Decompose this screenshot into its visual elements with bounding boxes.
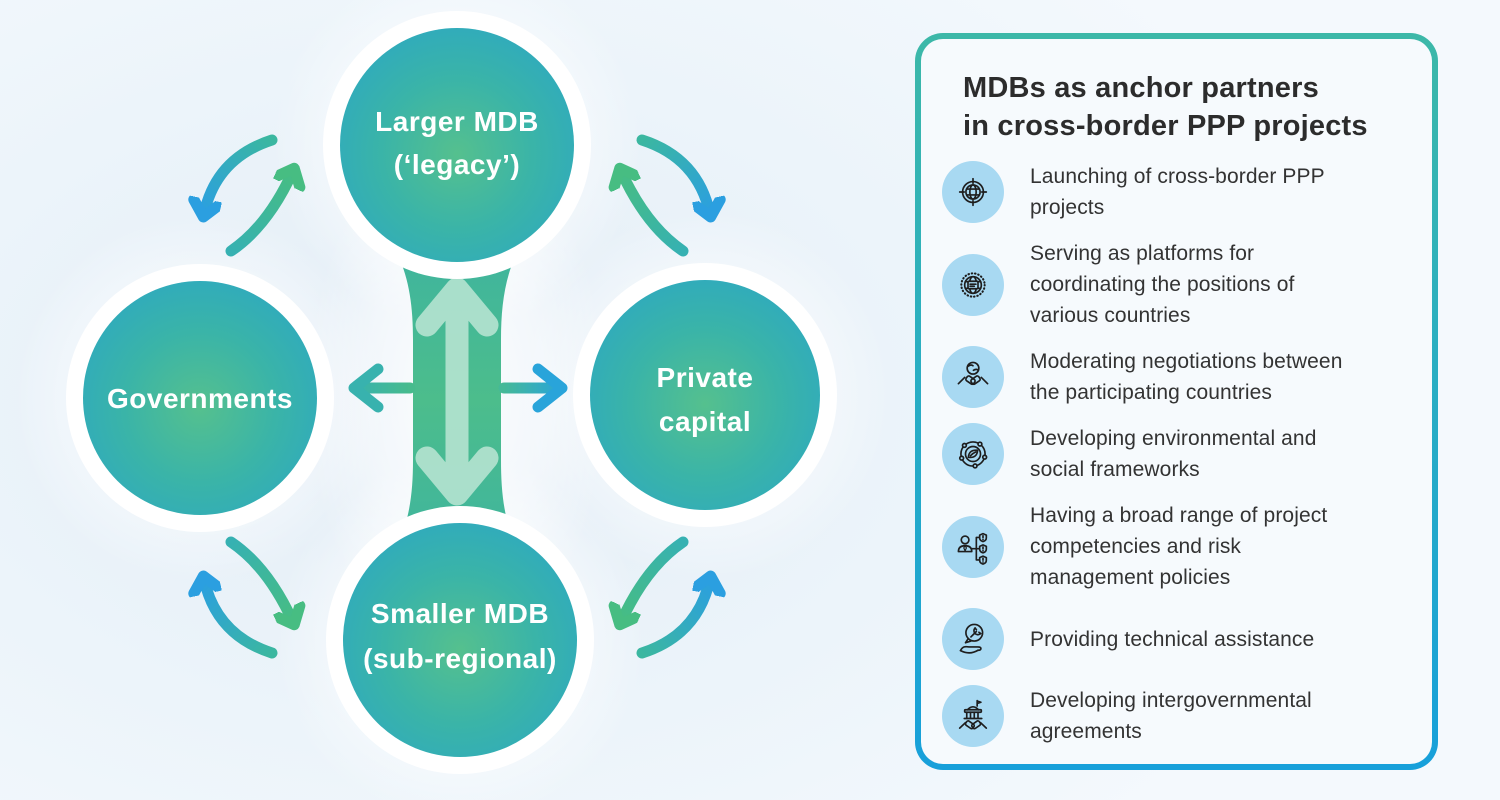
item-text: Serving as platforms for coordinating th… <box>1030 238 1294 331</box>
item-line: competencies and risk <box>1030 535 1242 558</box>
item-line: social frameworks <box>1030 458 1200 481</box>
mdb-relationship-diagram: Larger MDB (‘legacy’) Governments Privat… <box>15 0 890 800</box>
intergovernmental-agreement-icon <box>942 685 1004 747</box>
blue-curved-arrow <box>636 134 710 214</box>
green-curved-arrow <box>225 536 293 622</box>
two-way-vertical-arrow <box>415 277 499 506</box>
item-line: coordinating the positions of <box>1030 273 1295 296</box>
larger-mdb-label-line1: Larger MDB <box>375 106 539 137</box>
smaller-mdb-label-line1: Smaller MDB <box>371 598 549 629</box>
item-text: Developing intergovernmental agreements <box>1030 685 1312 747</box>
smaller-mdb-label-line2: (sub-regional) <box>363 643 557 674</box>
node-governments <box>83 281 317 515</box>
node-smaller-mdb <box>343 523 577 757</box>
exchange-arrows-top-right <box>621 134 710 257</box>
item-line: Launching of cross-border PPP <box>1030 165 1325 188</box>
item-line: various countries <box>1030 304 1191 327</box>
panel-title-line1: MDBs as anchor partners <box>963 72 1319 104</box>
globe-platforms-icon <box>942 253 1004 316</box>
green-curved-arrow <box>621 171 689 257</box>
item-line: the participating countries <box>1030 381 1273 404</box>
item-line: Moderating negotiations between <box>1030 350 1343 373</box>
item-text: Developing environmental and social fram… <box>1030 423 1316 485</box>
arrow-to-governments <box>348 363 416 413</box>
item-line: Serving as platforms for <box>1030 242 1255 265</box>
item-line: Providing technical assistance <box>1030 627 1315 651</box>
larger-mdb-label-line2: (‘legacy’) <box>394 149 520 180</box>
globe-handshake-icon <box>942 346 1004 408</box>
exchange-arrows-bottom-right <box>621 536 710 659</box>
panel-title: MDBs as anchor partners in cross-border … <box>963 69 1406 145</box>
item-line: Having a broad range of project <box>1030 504 1328 527</box>
private-capital-label-line1: Private <box>657 362 754 393</box>
node-larger-mdb <box>340 28 574 262</box>
list-item: Having a broad range of project competen… <box>942 500 1406 593</box>
blue-curved-arrow <box>204 134 278 214</box>
globe-target-icon <box>942 161 1004 223</box>
item-text: Providing technical assistance <box>1030 624 1314 655</box>
item-line: management policies <box>1030 566 1231 589</box>
list-item: Developing environmental and social fram… <box>942 423 1406 485</box>
private-capital-label-line2: capital <box>659 406 751 437</box>
green-curved-arrow <box>225 171 293 257</box>
item-line: agreements <box>1030 720 1142 743</box>
list-item: Moderating negotiations between the part… <box>942 346 1406 408</box>
governments-label: Governments <box>107 383 293 414</box>
item-line: Developing environmental and <box>1030 427 1317 450</box>
environment-network-icon <box>942 423 1004 485</box>
person-shields-icon <box>942 515 1004 578</box>
exchange-arrows-bottom-left <box>204 536 293 659</box>
blue-curved-arrow <box>204 579 278 659</box>
green-curved-arrow <box>621 536 689 622</box>
list-item: Launching of cross-border PPP projects <box>942 161 1406 223</box>
item-text: Launching of cross-border PPP projects <box>1030 161 1325 223</box>
list-item: Providing technical assistance <box>942 608 1406 670</box>
technical-assistance-icon <box>942 608 1004 670</box>
exchange-arrows-top-left <box>204 134 293 257</box>
mdb-anchor-panel: MDBs as anchor partners in cross-border … <box>915 33 1438 770</box>
item-text: Moderating negotiations between the part… <box>1030 346 1342 408</box>
item-line: projects <box>1030 196 1105 219</box>
node-private-capital <box>590 280 820 510</box>
item-line: Developing intergovernmental <box>1030 689 1312 712</box>
panel-items: Launching of cross-border PPP projects <box>942 161 1406 747</box>
blue-curved-arrow <box>636 579 710 659</box>
arrow-to-private-capital <box>498 363 568 413</box>
item-text: Having a broad range of project competen… <box>1030 500 1327 593</box>
list-item: Developing intergovernmental agreements <box>942 685 1406 747</box>
list-item: Serving as platforms for coordinating th… <box>942 238 1406 331</box>
panel-title-line2: in cross-border PPP projects <box>963 110 1368 142</box>
